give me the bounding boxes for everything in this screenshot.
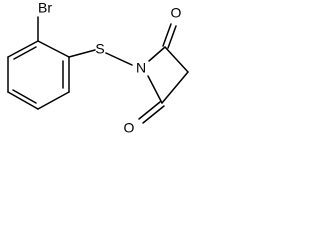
c-top-ch2-bond <box>164 46 189 73</box>
nitrogen-label: N <box>136 60 146 76</box>
ring-bond-6 <box>7 40 39 58</box>
c-s-bond <box>68 49 96 58</box>
n-c-bottom-bond <box>147 75 163 104</box>
n-c-top-bond <box>148 46 166 62</box>
ch2-ch2-bond <box>161 71 189 104</box>
chemical-structure-diagram: Br S N O O <box>7 0 189 136</box>
ring-inner-double-2 <box>12 89 37 104</box>
ring-inner-double-3 <box>13 46 37 60</box>
s-n-bond <box>105 52 133 66</box>
bottom-carbonyl-bond-a <box>138 101 161 120</box>
bromine-label: Br <box>38 0 52 16</box>
ring-bond-4 <box>7 91 39 110</box>
succinimide-ring <box>138 23 189 124</box>
bottom-carbonyl-bond-b <box>142 105 165 124</box>
benzene-ring <box>7 40 70 110</box>
top-carbonyl-bond-a <box>162 23 172 47</box>
sulfur-label: S <box>95 41 104 57</box>
oxygen-bottom-label: O <box>124 120 135 136</box>
ring-bond-1 <box>37 40 70 58</box>
top-carbonyl-bond-b <box>167 25 177 49</box>
oxygen-top-label: O <box>171 5 182 21</box>
ring-bond-3 <box>37 91 70 110</box>
